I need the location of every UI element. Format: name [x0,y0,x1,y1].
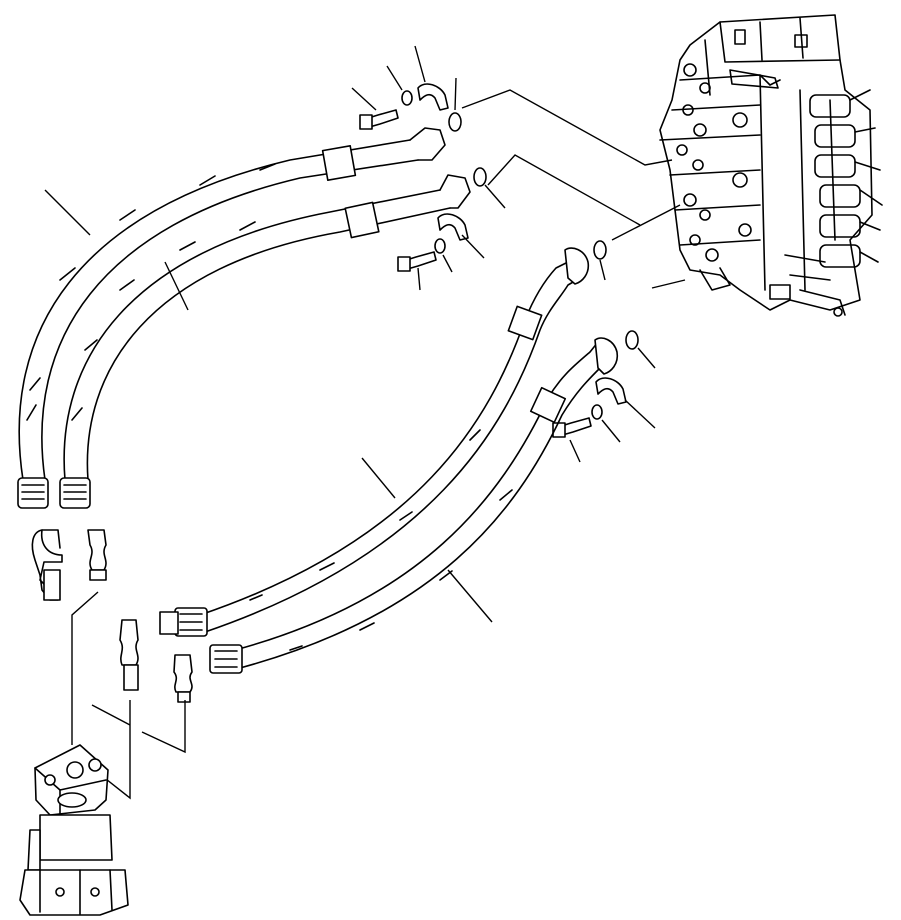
swivel-joint [19,744,129,916]
hose-upper-inner [63,174,471,481]
bolt [359,109,592,438]
washer [401,90,603,420]
leader-lines [461,89,686,289]
o-ring [448,112,639,350]
hose-lower-upper [159,247,590,637]
hose-lower-lower [209,337,619,674]
part-leaders [44,45,656,623]
split-flange [417,83,627,405]
hose-end-fittings-upper [17,477,91,509]
elbow-fitting [31,529,193,703]
hose-upper-outer [18,127,446,481]
control-valve [659,14,883,317]
